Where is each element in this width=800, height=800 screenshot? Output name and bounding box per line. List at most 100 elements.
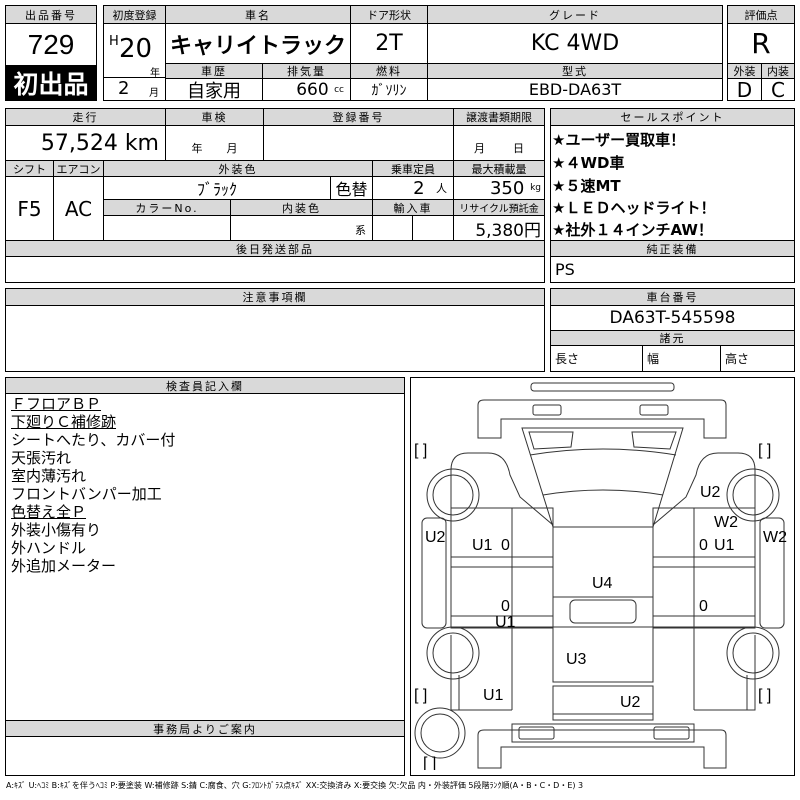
sales-point: ★４WD車 xyxy=(552,154,625,172)
month-unit: 月 xyxy=(149,88,159,99)
rear-bumper xyxy=(477,729,727,769)
transfer-label: 譲渡書類期限 xyxy=(453,108,545,126)
inspector-line: 外装小傷有り xyxy=(11,521,102,539)
inspector-line: 外追加メーター xyxy=(11,557,117,575)
mileage-label: 走行 xyxy=(5,108,166,126)
capacity-unit: 人 xyxy=(436,182,447,195)
left-step xyxy=(421,517,447,629)
mileage: 57,524 km xyxy=(5,125,166,161)
sales-points-label: セールスポイント xyxy=(550,108,795,126)
height-label: 高さ xyxy=(720,345,795,372)
import-cell-1 xyxy=(372,215,413,241)
rear-window xyxy=(569,599,637,624)
damage-mark: U1 xyxy=(714,537,735,554)
inspector-line: 天張汚れ xyxy=(11,449,72,467)
ac: AC xyxy=(53,176,104,241)
score-label: 評価点 xyxy=(727,5,795,24)
import-label: 輸入車 xyxy=(372,199,454,216)
damage-mark: U2 xyxy=(700,484,721,501)
later-parts xyxy=(5,256,545,283)
exterior-grade: D xyxy=(727,78,762,101)
car-name: キャリイトラック xyxy=(165,23,351,64)
headlights xyxy=(528,431,677,450)
history-label: 車歴 xyxy=(165,63,263,79)
damage-mark: U2 xyxy=(425,529,446,546)
shift-label: シフト xyxy=(5,160,54,177)
capacity: 2 人 xyxy=(372,176,454,200)
score-value: R xyxy=(727,23,795,64)
sales-point: ★ＬＥＤヘッドライト！ xyxy=(552,199,716,217)
inspector-notes: ＦフロアＢＰ 下廻りＣ補修跡 シートへたり、カバー付 天張汚れ 室内薄汚れ フロ… xyxy=(5,393,405,721)
tailgate xyxy=(552,685,654,721)
year-unit: 年 xyxy=(150,68,160,79)
displacement-value: 660 xyxy=(296,79,329,100)
reg-number-label: 登録番号 xyxy=(263,108,454,126)
windshield xyxy=(521,427,684,528)
history: 自家用 xyxy=(165,78,263,101)
legend: A:ｷｽﾞ U:ﾍｺﾐ B:ｷｽﾞを伴うﾍｺﾐ P:要塗装 W:補修跡 S:錆 … xyxy=(6,781,584,790)
later-parts-label: 後日発送部品 xyxy=(5,240,545,257)
fog-lamp-left xyxy=(532,404,562,416)
inspection-label: 車検 xyxy=(165,108,264,126)
sales-point: ★社外１４インチAW！ xyxy=(552,221,713,239)
interior-grade: C xyxy=(761,78,795,101)
bracket: [ ] xyxy=(414,442,427,459)
notes-label: 注意事項欄 xyxy=(5,288,545,306)
capacity-label: 乗車定員 xyxy=(372,160,454,177)
damage-mark: U1 xyxy=(472,537,493,554)
model-code: EBD-DA63T xyxy=(427,78,723,101)
right-door xyxy=(652,507,756,629)
rear-panel xyxy=(511,723,695,743)
transfer-date: 月日 xyxy=(453,125,545,161)
chassis-label: 車台番号 xyxy=(550,288,795,306)
damage-mark: U1 xyxy=(495,614,516,631)
width-label: 幅 xyxy=(642,345,721,372)
exterior-label: 外装 xyxy=(727,63,762,79)
reg-month: 2 xyxy=(118,78,130,99)
damage-mark: 0 xyxy=(501,598,510,615)
fog-lamp-right xyxy=(639,404,669,416)
front-bumper xyxy=(477,399,727,439)
right-fender xyxy=(652,452,756,526)
first-reg-cell: H 20 年 2 月 xyxy=(103,23,166,101)
damage-mark: 0 xyxy=(699,537,708,554)
damage-mark: U2 xyxy=(620,694,641,711)
max-load: 350 kg xyxy=(453,176,545,200)
door-label: ドア形状 xyxy=(350,5,428,24)
bracket: [ ] xyxy=(758,687,771,704)
hood-lines xyxy=(529,448,677,496)
inspector-label: 検査員記入欄 xyxy=(5,377,405,394)
capacity-value: 2 xyxy=(413,177,425,199)
color-no-label: カラーNo. xyxy=(103,199,231,216)
damage-mark: U4 xyxy=(592,575,613,592)
damage-diagram: [ ] [ ] [ ] [ ] [ ] U2 U1 0 U2 W2 0 U1 W… xyxy=(410,377,795,776)
equipment: PS xyxy=(550,256,795,283)
color-change: 色替 xyxy=(330,176,373,200)
bracket: [ ] xyxy=(758,442,771,459)
equipment-label: 純正装備 xyxy=(550,240,795,257)
max-load-unit: kg xyxy=(530,183,541,193)
inspector-line: フロントバンパー加工 xyxy=(11,485,162,503)
int-color-label: 内装色 xyxy=(230,199,373,216)
notes-area xyxy=(5,305,545,372)
first-listing-badge: 初出品 xyxy=(5,65,97,101)
bracket: [ ] xyxy=(423,755,436,770)
length-label: 長さ xyxy=(550,345,643,372)
inspection-date: 年月 xyxy=(165,125,264,161)
max-load-value: 350 xyxy=(489,177,525,199)
left-fender xyxy=(450,452,554,526)
windshield-top-bar xyxy=(530,382,675,392)
displacement: 660 cc xyxy=(262,78,351,101)
damage-mark: 0 xyxy=(501,537,510,554)
fuel-label: 燃料 xyxy=(350,63,428,79)
inspector-line: 下廻りＣ補修跡 xyxy=(11,413,117,431)
bracket: [ ] xyxy=(414,687,427,704)
inspector-line: シートへたり、カバー付 xyxy=(11,431,176,449)
displacement-label: 排気量 xyxy=(262,63,351,79)
office-area xyxy=(5,736,405,776)
inspector-line: 室内薄汚れ xyxy=(11,467,87,485)
interior-label: 内装 xyxy=(761,63,795,79)
office-label: 事務局よりご案内 xyxy=(5,720,405,737)
max-load-label: 最大積載量 xyxy=(453,160,545,177)
fuel: ｶﾞｿﾘﾝ xyxy=(350,78,428,101)
